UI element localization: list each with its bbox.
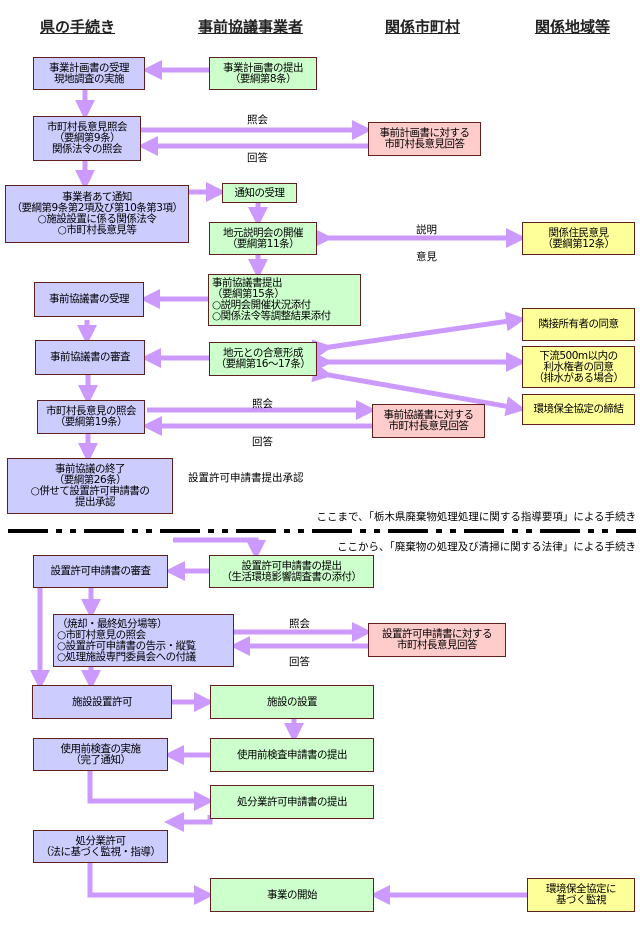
box-consult-end: 事前協議の終了 （要綱第26条） ○併せて設置許可申請書の 提出承認 (7, 458, 173, 514)
box-consult-submission: 事前協議書提出 （要綱第15条） ○説明会開催状況添付 ○関係法令等調整結果添付 (208, 274, 361, 326)
box-operator-notice: 事業者あて通知 （要綱第9条第2項及び第10条第3項） ○施設設置に係る関係法令… (5, 185, 189, 243)
label-from: ここから、「廃棄物の処理及び清掃に関する法律」による手続き (337, 541, 636, 553)
box-resident-opinion: 関係住民意見 （要綱第12条） (522, 222, 635, 255)
label-explain: 説明 (416, 224, 437, 236)
box-inspection-application: 使用前検査申請書の提出 (210, 738, 374, 772)
box-briefing: 地元説明会の開催 （要綱第11条） (209, 222, 317, 255)
label-until: ここまで、「栃木県廃棄物処理処理に関する指導要項」による手続き (316, 511, 636, 523)
box-consult-mayor-reply: 事前協議書に対する 市町村長意見回答 (372, 404, 485, 438)
box-business-start: 事業の開始 (210, 878, 374, 912)
header-municipality: 関係市町村 (385, 18, 461, 36)
box-env-agreement: 環境保全協定の締結 (522, 394, 635, 425)
label-reply: 回答 (289, 656, 310, 668)
box-facility-install: 施設の設置 (210, 685, 374, 719)
box-notice-receipt: 通知の受理 (222, 183, 297, 203)
header-operator: 事前協議事業者 (198, 18, 304, 36)
label-inquiry: 照会 (289, 618, 310, 630)
header-state: 県の手続き (40, 18, 116, 36)
box-facility-permit: 施設設置許可 (32, 685, 172, 719)
box-neighbor-consent: 隣接所有者の同意 (522, 308, 635, 341)
label-reply: 回答 (252, 436, 273, 448)
header-region: 関係地域等 (535, 18, 611, 36)
box-disposal-application: 処分業許可申請書の提出 (210, 785, 374, 819)
arrow (87, 771, 214, 811)
box-consult-receipt: 事前協議書の受理 (34, 282, 144, 317)
box-consult-review: 事前協議書の審査 (35, 340, 145, 375)
box-local-consensus: 地元との合意形成 （要綱第16～17条） (209, 342, 317, 376)
arrow (87, 863, 214, 905)
box-plan-mayor-reply: 事前計画書に対する 市町村長意見回答 (368, 122, 481, 156)
box-permit-review: 設置許可申請書の審査 (33, 555, 168, 588)
box-mayor-opinion-inquiry: 市町村長意見の照会 （要綱第19条） (37, 400, 145, 434)
box-water-rights-consent: 下流500m以内の 利水権者の同意 （排水がある場合） (522, 346, 635, 388)
box-permit-mayor-reply: 設置許可申請書に対する 市町村長意見回答 (368, 623, 506, 657)
box-permit-submission: 設置許可申請書の提出 （生活環境影響調査書の添付） (209, 555, 374, 588)
arrow (311, 362, 526, 417)
box-mayor-inquiry: 市町村長意見照会 （要綱第9条） 関係法令の照会 (33, 116, 141, 161)
label-approval: 設置許可申請書提出承認 (188, 472, 304, 484)
box-agreement-monitoring: 環境保全協定に 基づく監視 (527, 878, 635, 912)
label-inquiry: 照会 (252, 398, 273, 410)
arrow (164, 812, 213, 832)
box-plan-receipt: 事業計画書の受理 現地調査の実施 (33, 57, 145, 90)
box-incineration-steps: （焼却・最終処分場等） ○市町村意見の照会 ○設置許可申請書の告示・縦覧 ○処理… (53, 614, 234, 667)
arrow (311, 311, 526, 360)
box-pre-use-inspection: 使用前検査の実施 （完了通知） (33, 738, 168, 771)
label-opinion: 意見 (416, 251, 437, 263)
box-disposal-permit: 処分業許可 （法に基づく監視・指導） (33, 830, 168, 863)
arrow (173, 537, 266, 560)
box-plan-submission: 事業計画書の提出 （要綱第8条） (209, 57, 317, 90)
label-reply: 回答 (247, 152, 268, 164)
label-inquiry: 照会 (247, 114, 268, 126)
